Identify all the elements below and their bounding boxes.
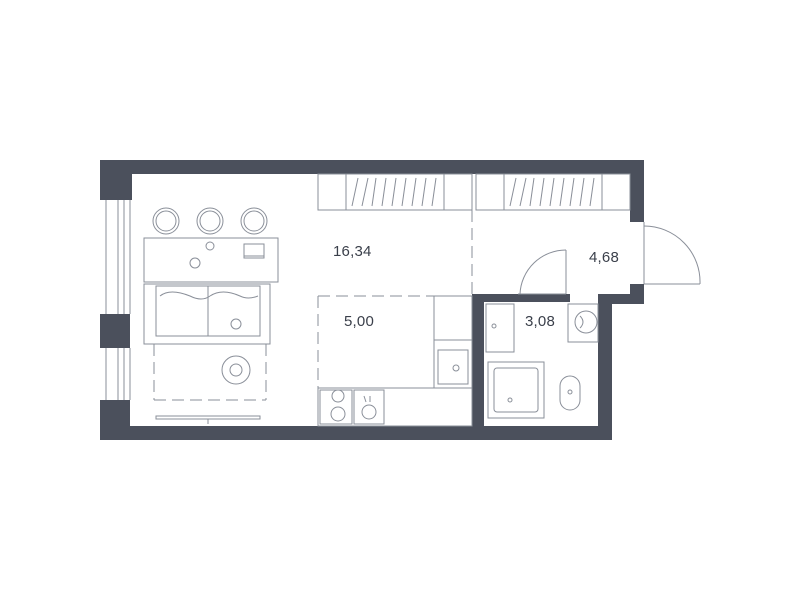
tv-stand bbox=[155, 415, 261, 424]
kitchen-counter bbox=[317, 295, 473, 427]
wardrobe-left bbox=[317, 173, 473, 211]
dining-set bbox=[143, 207, 279, 283]
area-bathroom: 3,08 bbox=[525, 313, 555, 330]
zone-dividers bbox=[153, 174, 473, 401]
area-kitchen: 5,00 bbox=[344, 313, 374, 330]
left-windows bbox=[105, 200, 131, 400]
coffee-table bbox=[221, 355, 251, 385]
wardrobe-right bbox=[475, 173, 631, 211]
sofa bbox=[143, 283, 271, 345]
area-living: 16,34 bbox=[333, 243, 372, 260]
bathroom-door bbox=[518, 249, 567, 295]
bathroom-fixtures bbox=[485, 303, 599, 419]
outer-walls bbox=[100, 160, 644, 440]
area-hall: 4,68 bbox=[589, 249, 619, 266]
entry-door bbox=[643, 222, 701, 285]
